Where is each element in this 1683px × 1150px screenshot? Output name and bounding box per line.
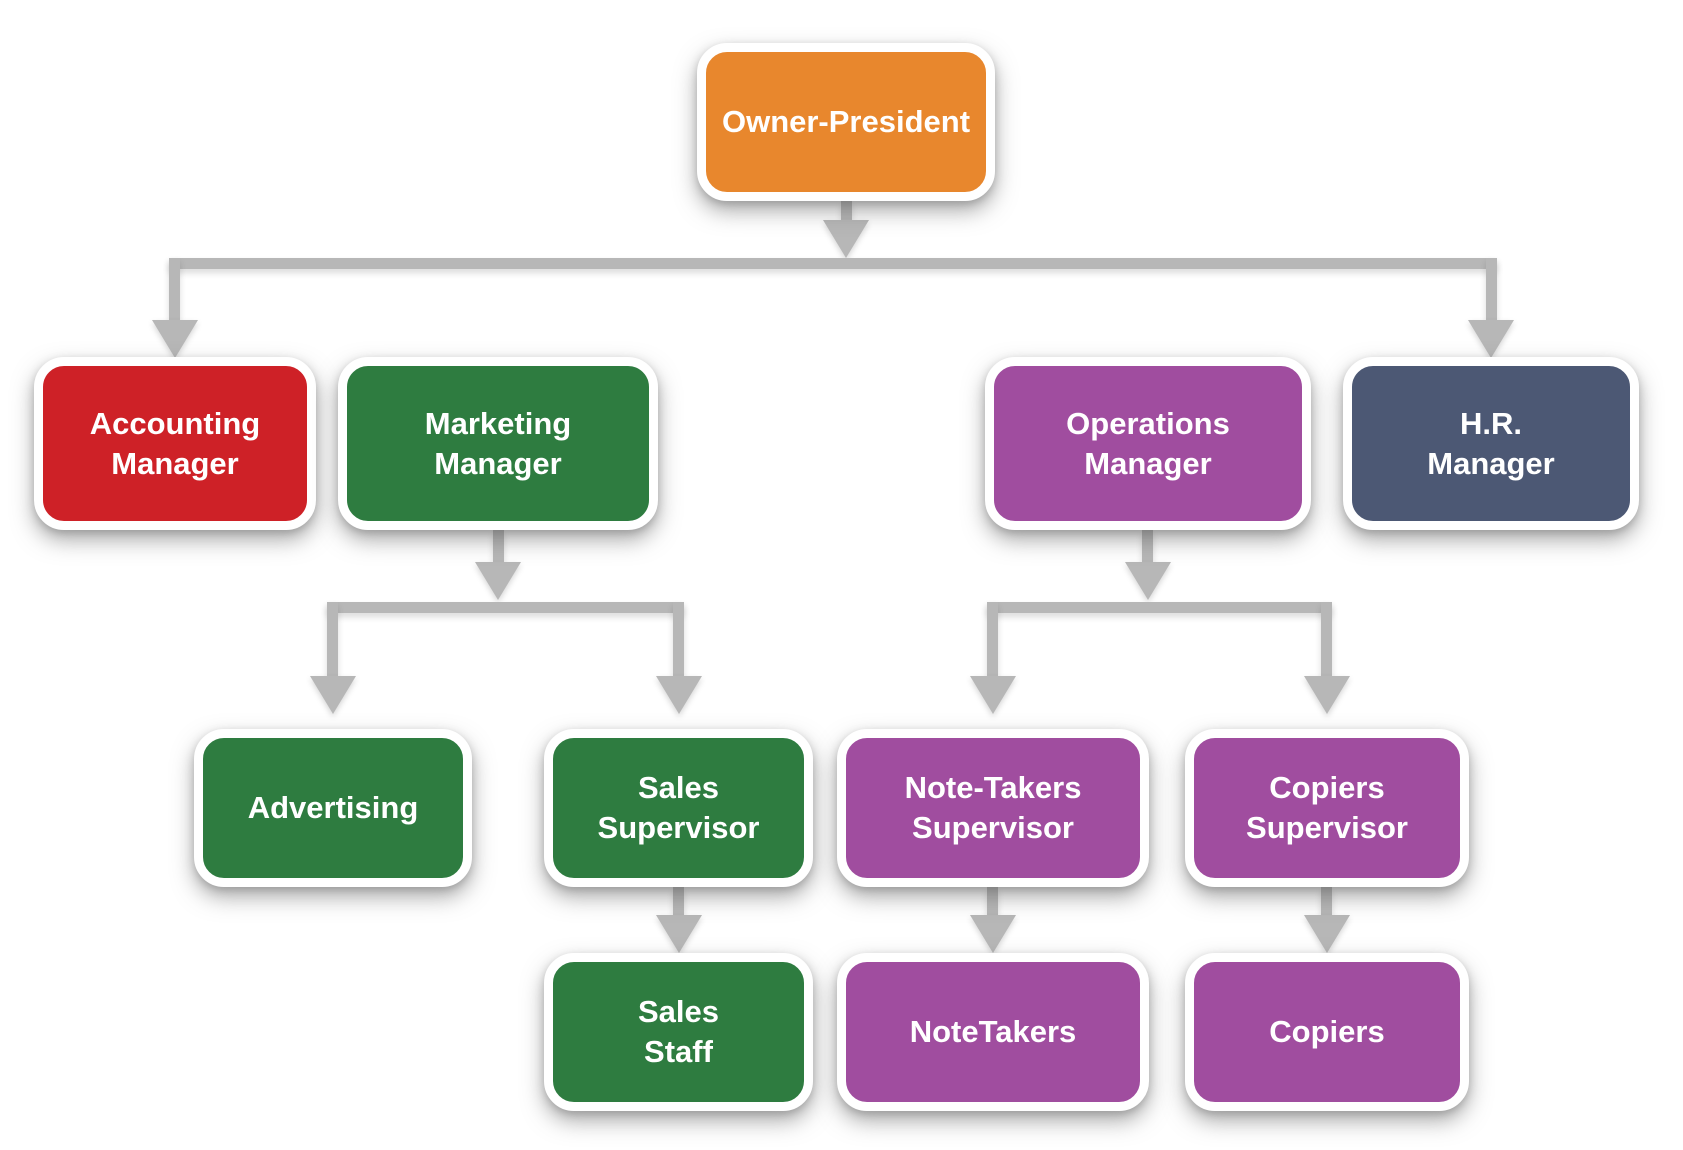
connector-top-rail — [169, 258, 1497, 269]
connector-operations-rail — [987, 602, 1332, 613]
node-marketing-manager: Marketing Manager — [338, 357, 658, 530]
connector-note-takers-supervisor-shaft — [987, 602, 998, 678]
arrowhead-down-operations-icon — [1125, 562, 1171, 600]
node-sales-staff-label: Sales Staff — [637, 994, 719, 1069]
arrowhead-down-advertising-icon — [310, 676, 356, 714]
connector-sales-staff-shaft — [673, 887, 684, 917]
node-hr-manager: H.R. Manager — [1343, 357, 1639, 530]
node-operations-manager-label: Operations Manager — [1066, 405, 1230, 481]
node-note-takers-supervisor-label: Note-Takers Supervisor — [904, 770, 1082, 845]
node-owner-president-label: Owner-President — [721, 104, 971, 139]
node-sales-supervisor-label: Sales Supervisor — [597, 770, 760, 845]
arrowhead-down-copiers-icon — [1304, 915, 1350, 953]
node-note-takers-supervisor: Note-Takers Supervisor — [837, 729, 1149, 887]
arrowhead-down-owner-icon — [823, 220, 869, 258]
connector-marketing-shaft — [493, 530, 504, 564]
node-copiers: Copiers — [1185, 953, 1469, 1111]
connector-operations-shaft — [1142, 530, 1153, 564]
node-copiers-supervisor-label: Copiers Supervisor — [1246, 770, 1408, 845]
node-notetakers-label: NoteTakers — [909, 1014, 1077, 1049]
node-copiers-label: Copiers — [1269, 1014, 1385, 1049]
connector-hr-shaft — [1486, 258, 1497, 322]
arrowhead-down-sales-supervisor-icon — [656, 676, 702, 714]
node-owner-president: Owner-President — [697, 43, 995, 201]
connector-marketing-rail — [327, 602, 684, 613]
connector-accounting-shaft — [169, 258, 180, 322]
arrowhead-down-accounting-icon — [152, 320, 198, 358]
arrowhead-down-marketing-icon — [475, 562, 521, 600]
arrowhead-down-note-takers-supervisor-icon — [970, 676, 1016, 714]
node-notetakers: NoteTakers — [837, 953, 1149, 1111]
arrowhead-down-sales-staff-icon — [656, 915, 702, 953]
node-operations-manager: Operations Manager — [985, 357, 1311, 530]
connector-owner-shaft — [841, 201, 852, 220]
node-marketing-manager-label: Marketing Manager — [424, 405, 572, 481]
arrowhead-down-notetakers-icon — [970, 915, 1016, 953]
node-advertising-label: Advertising — [247, 790, 419, 825]
connector-sales-supervisor-shaft — [673, 602, 684, 678]
node-sales-supervisor: Sales Supervisor — [544, 729, 813, 887]
node-sales-staff: Sales Staff — [544, 953, 813, 1111]
connector-copiers-supervisor-shaft — [1321, 602, 1332, 678]
connector-copiers-shaft — [1321, 887, 1332, 917]
node-advertising: Advertising — [194, 729, 472, 887]
node-hr-manager-label: H.R. Manager — [1427, 405, 1555, 481]
connector-advertising-shaft — [327, 602, 338, 678]
node-accounting-manager-label: Accounting Manager — [89, 405, 261, 481]
node-accounting-manager: Accounting Manager — [34, 357, 316, 530]
arrowhead-down-hr-icon — [1468, 320, 1514, 358]
node-copiers-supervisor: Copiers Supervisor — [1185, 729, 1469, 887]
arrowhead-down-copiers-supervisor-icon — [1304, 676, 1350, 714]
connector-notetakers-shaft — [987, 887, 998, 917]
